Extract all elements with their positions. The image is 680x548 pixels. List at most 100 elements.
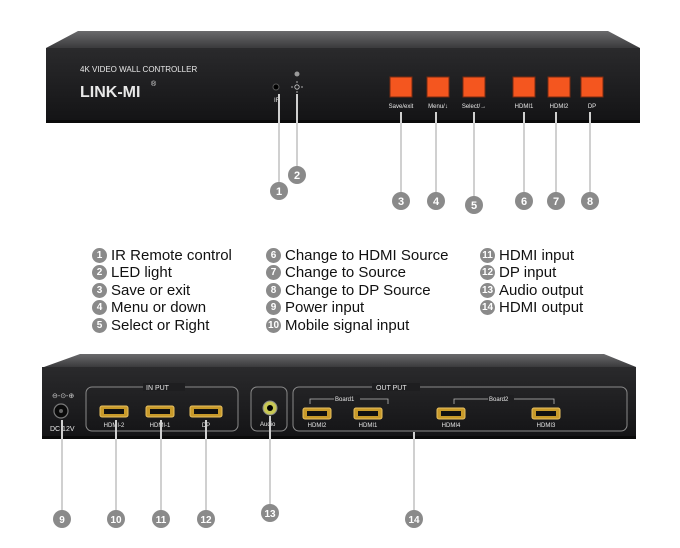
svg-text:8: 8: [587, 196, 593, 208]
button-label: DP: [588, 104, 596, 110]
legend-item: 9 Power input: [266, 299, 364, 317]
svg-text:12: 12: [200, 515, 212, 526]
audio-jack: [262, 400, 278, 416]
legend-number: 12: [480, 265, 495, 280]
legend-number: 6: [266, 247, 281, 263]
legend-text: IR Remote control: [111, 246, 232, 264]
legend-number: 14: [480, 300, 495, 315]
svg-text:13: 13: [264, 509, 276, 520]
input-group-label: IN PUT: [146, 385, 170, 392]
legend-item: 14 HDMI output: [480, 299, 583, 317]
legend-text: LED light: [111, 264, 172, 281]
svg-text:5: 5: [471, 200, 477, 212]
svg-text:11: 11: [156, 515, 167, 526]
callout-badge: 9: [53, 510, 71, 528]
audio-label: Audio: [260, 422, 276, 428]
button-label: HDMI1: [515, 104, 534, 110]
legend-text: Power input: [285, 299, 365, 316]
button-label: Save/exit: [389, 104, 414, 110]
legend-number: 10: [266, 317, 281, 333]
output-port: HDMI1: [353, 407, 383, 429]
svg-text:9: 9: [59, 515, 65, 526]
svg-text:3: 3: [398, 196, 404, 208]
button-6[interactable]: DP: [580, 76, 604, 110]
callout-badge: 1: [270, 182, 288, 200]
button-5[interactable]: HDMI2: [547, 76, 571, 110]
svg-text:7: 7: [553, 196, 559, 208]
legend-item: 4 Menu or down: [92, 299, 206, 317]
button-1[interactable]: Save/exit: [389, 76, 414, 110]
svg-text:⊖-⊙-⊕: ⊖-⊙-⊕: [52, 393, 74, 400]
legend-number: 5: [92, 317, 107, 333]
button-3[interactable]: Select/→: [462, 76, 486, 110]
callout-badge: 8: [581, 192, 599, 210]
callout-badge: 7: [547, 192, 565, 210]
legend-text: Menu or down: [111, 299, 207, 316]
svg-text:14: 14: [408, 515, 420, 526]
legend-text: Select or Right: [111, 316, 210, 334]
legend-text: Change to Source: [285, 264, 406, 281]
input-port: HDMI-2: [99, 405, 129, 429]
legend-number: 4: [92, 300, 107, 315]
brand-mark: ®: [151, 80, 157, 88]
legend-text: Save or exit: [111, 281, 191, 299]
output-port: HDMI2: [302, 407, 332, 429]
rear-top-face: [44, 354, 636, 367]
legend-number: 1: [92, 247, 107, 263]
callout-badge: 6: [515, 192, 533, 210]
svg-text:HDMI3: HDMI3: [537, 423, 556, 429]
front-panel: 4K VIDEO WALL CONTROLLER LINK-MI ® IR Sa…: [46, 31, 640, 123]
legend-text: Audio output: [499, 281, 584, 299]
callout-badge: 14: [405, 510, 423, 528]
front-top-face: [46, 31, 640, 48]
legend-number: 7: [266, 265, 281, 280]
legend-text: Mobile signal input: [285, 316, 410, 334]
legend-item: 7 Change to Source: [266, 264, 406, 282]
legend-number: 11: [480, 247, 495, 263]
legend-text: DP input: [499, 264, 557, 281]
legend-number: 8: [266, 282, 281, 298]
legend-text: HDMI output: [499, 299, 584, 316]
callout-badge: 12: [197, 510, 215, 528]
button-label: HDMI2: [550, 104, 569, 110]
callout-badge: 11: [152, 510, 170, 528]
callout-badge: 2: [288, 166, 306, 184]
button-label: Select/→: [462, 104, 486, 110]
legend-number: 3: [92, 282, 107, 298]
sun-icon: [291, 81, 303, 93]
svg-text:HDMI1: HDMI1: [359, 423, 378, 429]
button-label: Menu/↓: [428, 104, 448, 110]
callout-badge: 10: [107, 510, 125, 528]
callout-badge: 13: [261, 504, 279, 522]
svg-text:HDMI-2: HDMI-2: [104, 423, 125, 429]
svg-text:4: 4: [433, 196, 440, 208]
model-label: 4K VIDEO WALL CONTROLLER: [80, 65, 197, 74]
output-group-label: OUT PUT: [376, 385, 407, 392]
button-4[interactable]: HDMI1: [512, 76, 536, 110]
board2-label: Board2: [489, 397, 509, 403]
led-indicator: [294, 71, 300, 77]
callout-badge: 5: [465, 196, 483, 214]
callout-badge: 3: [392, 192, 410, 210]
legend-number: 13: [480, 282, 495, 298]
ir-label: IR: [274, 98, 281, 104]
front-face: [46, 48, 640, 120]
svg-text:1: 1: [276, 186, 282, 198]
ir-sensor: [272, 83, 280, 91]
callout-badge: 4: [427, 192, 445, 210]
output-group-frame: [292, 386, 628, 432]
brand-logo: LINK-MI: [80, 84, 140, 101]
button-2[interactable]: Menu/↓: [426, 76, 450, 110]
legend-number: 9: [266, 300, 281, 315]
legend-text: Change to DP Source: [285, 281, 431, 299]
